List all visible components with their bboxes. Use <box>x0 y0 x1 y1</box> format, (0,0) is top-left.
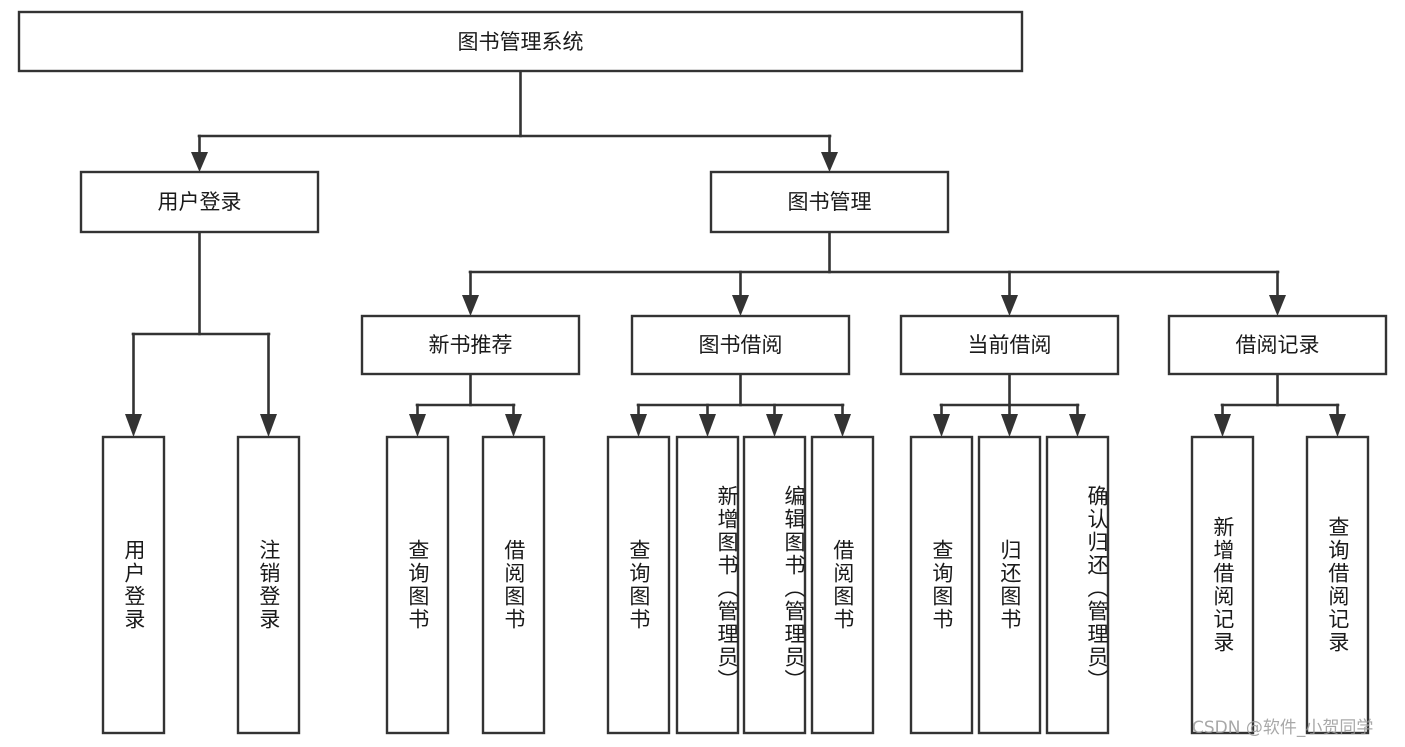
node-current-borrow[interactable]: 当前借阅 <box>899 314 1120 376</box>
arrowhead-leaf-add-book <box>699 414 716 437</box>
arrowhead-leaf-edit-book <box>766 414 783 437</box>
arrowhead-user-login <box>191 152 208 172</box>
arrowhead-leaf-query-book-3 <box>933 414 950 437</box>
connector-layer <box>125 69 1346 437</box>
node-new-book-rec[interactable]: 新书推荐 <box>360 314 581 376</box>
node-book-manage[interactable]: 图书管理 <box>709 170 950 234</box>
arrowhead-current-borrow <box>1001 295 1018 316</box>
node-borrow-record[interactable]: 借阅记录 <box>1167 314 1388 376</box>
arrowhead-book-borrow <box>732 295 749 316</box>
node-leaf-query-book-3[interactable] <box>909 435 974 735</box>
arrowhead-new-book-rec <box>462 295 479 316</box>
arrowhead-book-manage <box>821 152 838 172</box>
arrowhead-leaf-borrow-book-2 <box>834 414 851 437</box>
arrowhead-borrow-record <box>1269 295 1286 316</box>
arrowhead-leaf-user-login <box>125 414 142 437</box>
node-book-borrow[interactable]: 图书借阅 <box>630 314 851 376</box>
arrowhead-leaf-add-record <box>1214 414 1231 437</box>
node-book-manage-label: 图书管理 <box>788 190 872 214</box>
node-leaf-logout[interactable] <box>236 435 301 735</box>
node-layer: 图书管理系统 用户登录 图书管理 新书推荐 图书借阅 当前 <box>17 10 1388 735</box>
node-leaf-query-book-1[interactable] <box>385 435 450 735</box>
arrowhead-leaf-query-record <box>1329 414 1346 437</box>
arrowhead-leaf-return-book <box>1001 414 1018 437</box>
node-leaf-add-book[interactable] <box>675 435 740 735</box>
node-book-borrow-label: 图书借阅 <box>699 333 783 357</box>
arrowhead-leaf-query-book-1 <box>409 414 426 437</box>
arrowhead-leaf-query-book-2 <box>630 414 647 437</box>
arrowhead-leaf-borrow-book-1 <box>505 414 522 437</box>
csdn-watermark: CSDN @软件_小贺同学 <box>1192 718 1374 738</box>
arrowhead-leaf-confirm-return <box>1069 414 1086 437</box>
node-current-borrow-label: 当前借阅 <box>968 333 1052 357</box>
node-leaf-query-record[interactable] <box>1305 435 1370 735</box>
node-leaf-user-login[interactable] <box>101 435 166 735</box>
node-root-label: 图书管理系统 <box>458 30 584 54</box>
node-borrow-record-label: 借阅记录 <box>1236 333 1320 357</box>
node-leaf-borrow-book-2[interactable] <box>810 435 875 735</box>
node-user-login[interactable]: 用户登录 <box>79 170 320 234</box>
node-leaf-edit-book[interactable] <box>742 435 807 735</box>
node-leaf-return-book[interactable] <box>977 435 1042 735</box>
node-leaf-query-book-2[interactable] <box>606 435 671 735</box>
arrowhead-leaf-logout <box>260 414 277 437</box>
node-new-book-rec-label: 新书推荐 <box>429 333 513 357</box>
node-user-login-label: 用户登录 <box>158 190 242 214</box>
node-leaf-add-record[interactable] <box>1190 435 1255 735</box>
node-leaf-confirm-return[interactable] <box>1045 435 1110 735</box>
node-root[interactable]: 图书管理系统 <box>17 10 1024 73</box>
node-leaf-borrow-book-1[interactable] <box>481 435 546 735</box>
